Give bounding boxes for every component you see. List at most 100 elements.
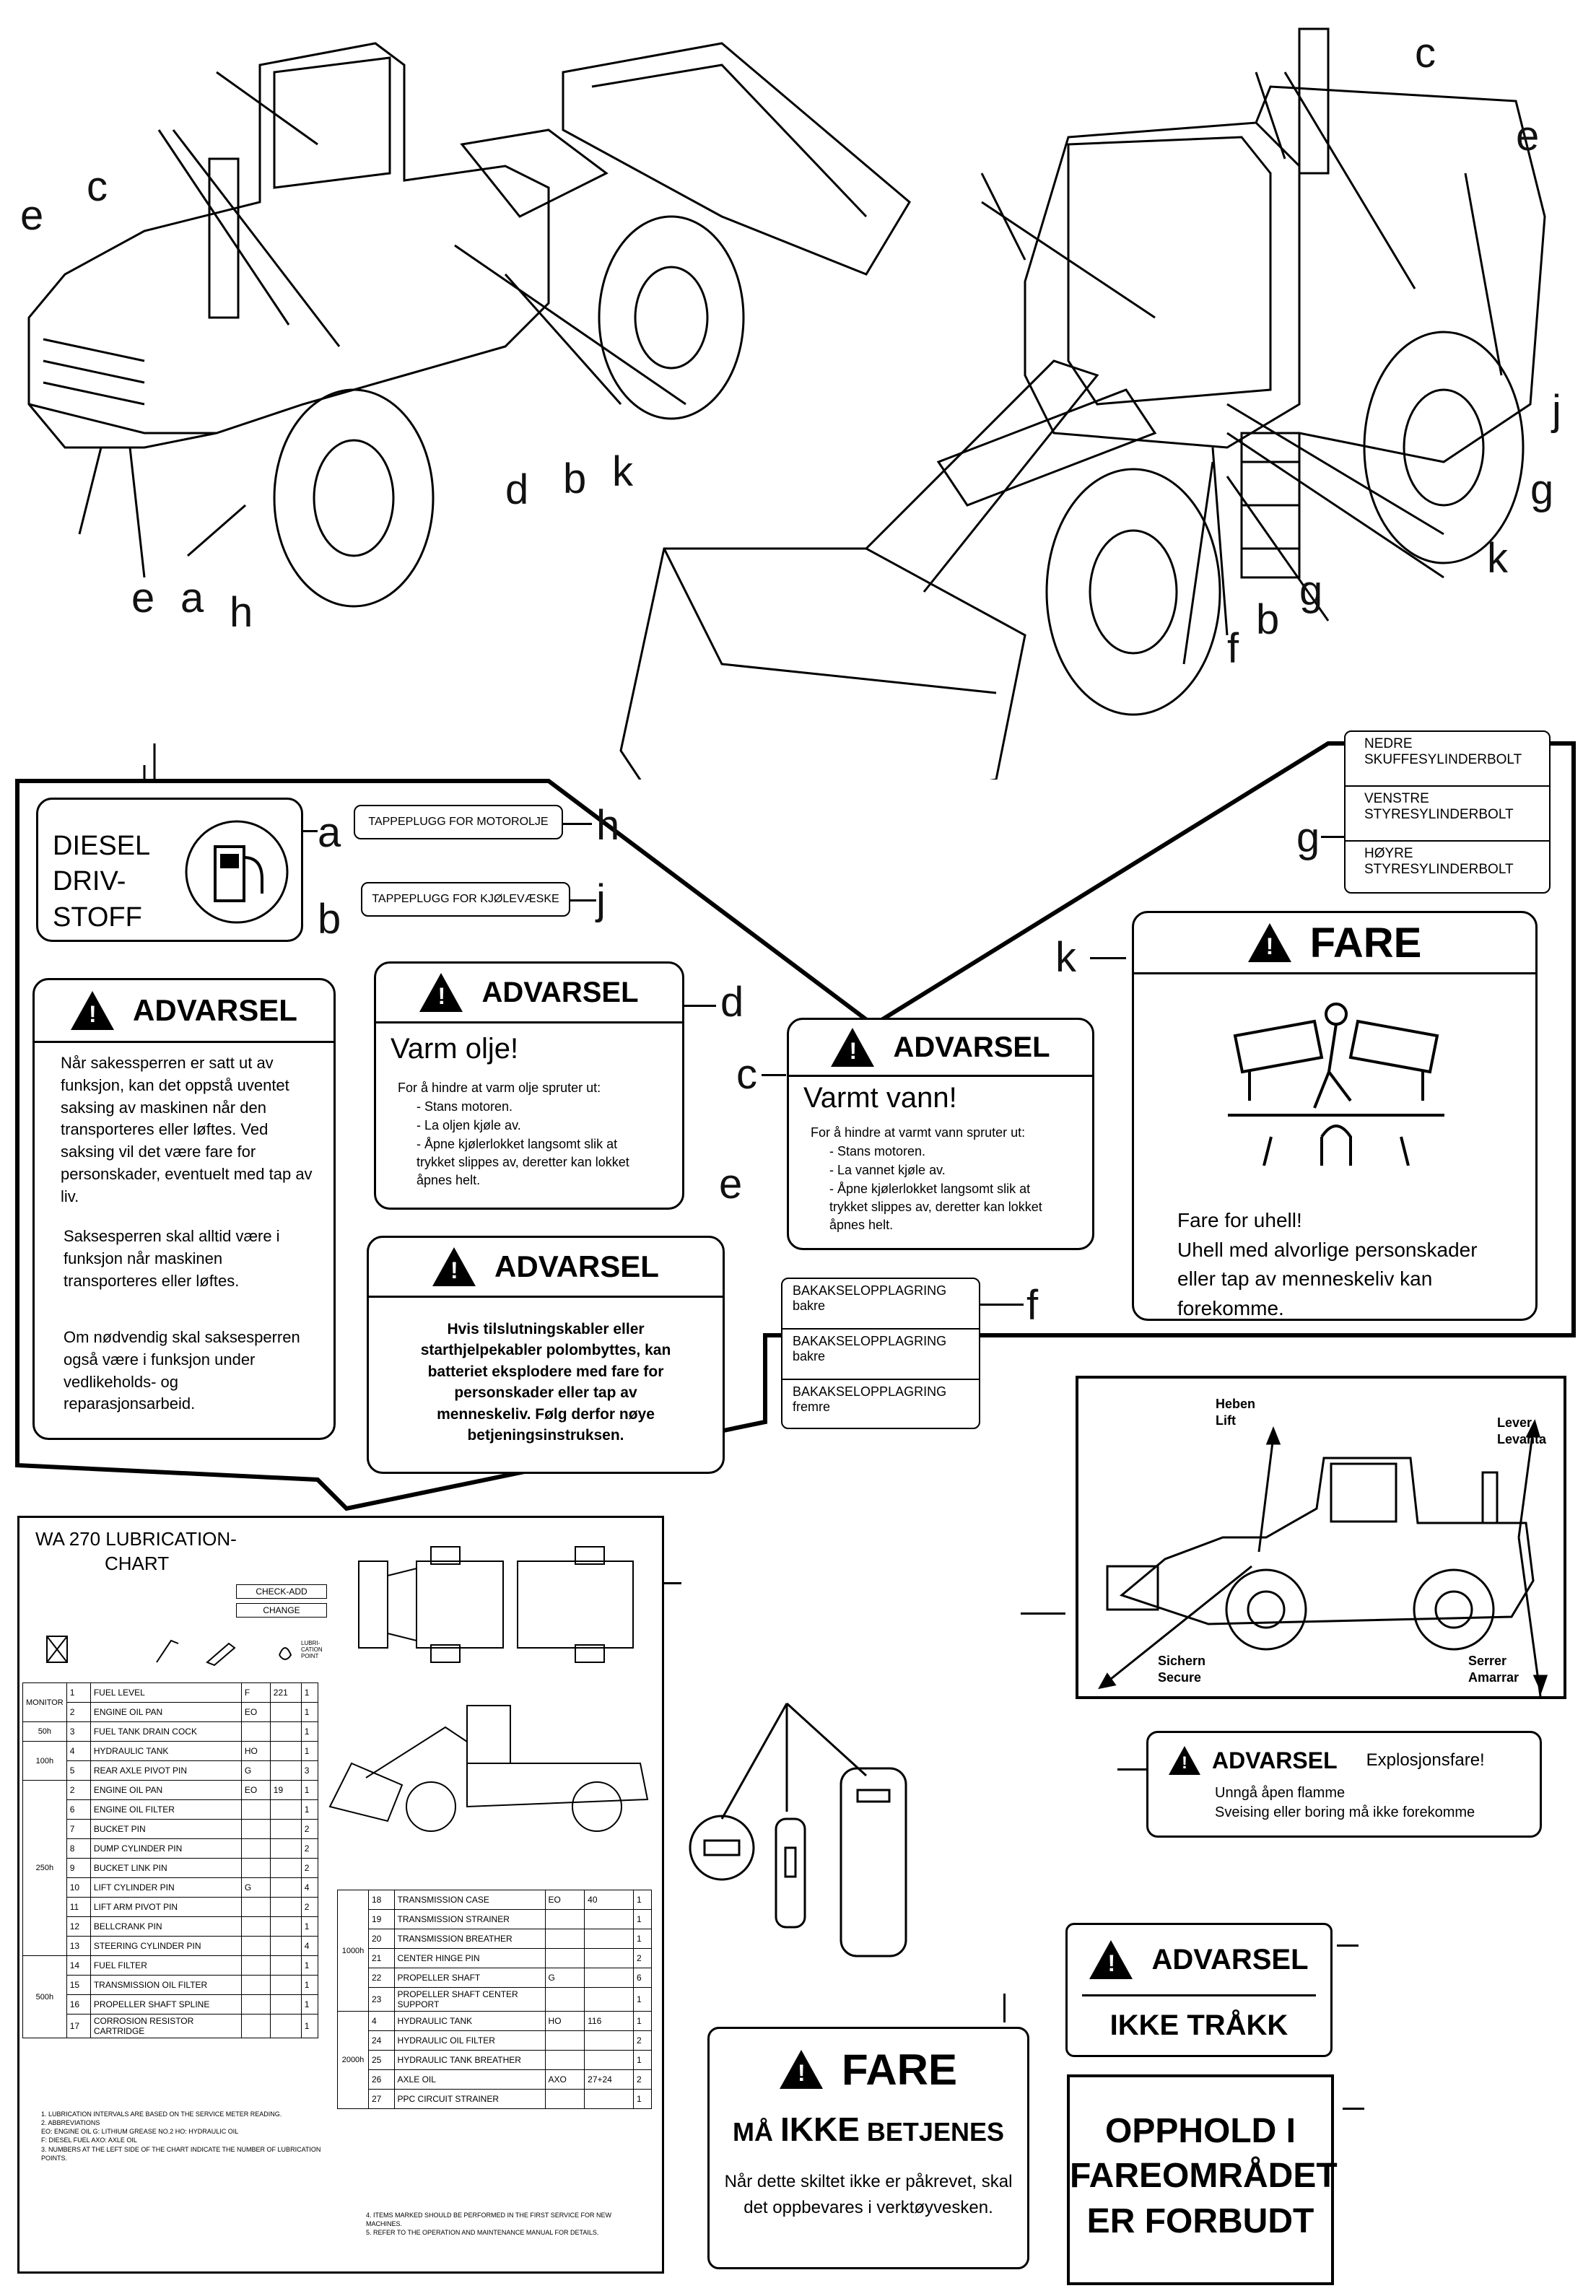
lub-cell: 1 [300, 1721, 319, 1742]
danger-zone-line1: OPPHOLD I [1104, 2112, 1296, 2150]
no-step-header: ADVARSEL [1151, 1943, 1309, 1976]
lub-cell [269, 1994, 302, 2015]
explosion-line1: Unngå åpen flamme [1215, 1785, 1346, 1801]
lub-cell: 1 [300, 1975, 319, 1995]
lub-cell: 6 [633, 1968, 652, 1988]
leader-explosion [1117, 1768, 1146, 1771]
lub-cell [584, 2030, 635, 2051]
label-c: c [736, 1051, 757, 1098]
lub-header-icons [46, 1636, 292, 1667]
lub-cell: 1 [66, 1682, 91, 1703]
g-row1-b: SKUFFESYLINDERBOLT [1364, 752, 1522, 767]
do-not-operate-text2: det oppbevares i verktøyvesken. [744, 2198, 993, 2217]
lub-cell: 27+24 [584, 2069, 635, 2090]
diesel-line1: DIESEL [53, 831, 151, 861]
lub-cell [544, 2089, 585, 2109]
lub-cell: 1 [633, 2050, 652, 2070]
lub-cell [269, 1799, 302, 1820]
leader-a [303, 830, 318, 832]
lub-cell: HYDRAULIC TANK BREATHER [393, 2050, 546, 2070]
lub-cell: 116 [584, 2011, 635, 2031]
callout-k: k [612, 448, 633, 495]
lub-cell: HYDRAULIC TANK [90, 1741, 242, 1761]
do-not-operate-decal: FARE MÅ IKKE BETJENES Når dette skiltet … [707, 2027, 1029, 2269]
lub-cell: 25 [368, 2050, 395, 2070]
decal-panel-border [15, 741, 1576, 1511]
lub-cell: FUEL TANK DRAIN COCK [90, 1721, 242, 1742]
lub-cell [240, 1858, 271, 1878]
lub-cell: 21 [368, 1948, 395, 1968]
lub-cell [269, 1955, 302, 1976]
f-row1-title: BAKAKSELOPPLAGRING [793, 1283, 947, 1298]
lub-cell: 17 [66, 2014, 91, 2038]
callout-h: h [230, 589, 253, 636]
lub-title1: WA 270 LUBRICATION- [35, 1528, 237, 1550]
lub-cell [544, 2050, 585, 2070]
lub-cell: FUEL LEVEL [90, 1682, 242, 1703]
lub-cell: STEERING CYLINDER PIN [90, 1936, 242, 1956]
explosion-header: ADVARSEL [1212, 1747, 1338, 1773]
lift-lift: Lift [1216, 1413, 1236, 1428]
danger-zone-decal: OPPHOLD I FAREOMRÅDET ER FORBUDT [1067, 2074, 1338, 2285]
decal-c-intro: For å hindre at varmt vann spruter ut: [811, 1125, 1026, 1140]
lub-change: CHANGE [236, 1603, 327, 1618]
lub-cell: BUCKET LINK PIN [90, 1858, 242, 1878]
lub-cell: TRANSMISSION CASE [393, 1890, 546, 1910]
lub-cell [240, 1721, 271, 1742]
lub-cell [584, 1968, 635, 1988]
lub-cell: 1 [633, 2011, 652, 2031]
lub-cell: 1 [300, 1799, 319, 1820]
lub-cell: 1 [633, 1987, 652, 2012]
decal-c-item3: - Åpne kjølerlokket langsomt slik at try… [829, 1182, 1042, 1233]
lub-cell: 2 [300, 1897, 319, 1917]
lub-cell [240, 1897, 271, 1917]
lub-cell: CORROSION RESISTOR CARTRIDGE [90, 2014, 242, 2038]
warning-decal-b: ADVARSEL Når sakessperren er satt ut av … [32, 978, 336, 1440]
leader-no-step [1337, 1944, 1359, 1947]
lub-cell: 4 [300, 1936, 319, 1956]
lub-cell: 16 [66, 1994, 91, 2015]
explosion-extra: Explosjonsfare! [1366, 1750, 1485, 1770]
diesel-decal: DIESEL DRIV- STOFF [36, 798, 303, 942]
label-d: d [720, 979, 744, 1026]
lub-cell [584, 2050, 635, 2070]
f-row3-title: BAKAKSELOPPLAGRING [793, 1384, 947, 1399]
g-row2-a: VENSTRE [1364, 791, 1429, 806]
callout-b-right: b [1256, 596, 1280, 643]
lub-cell: 15 [66, 1975, 91, 1995]
callout-e: e [20, 192, 44, 239]
lub-cell [269, 1838, 302, 1859]
lub-cell [269, 1877, 302, 1898]
decal-e-header: ADVARSEL [494, 1249, 659, 1283]
lub-cell: 1 [300, 1741, 319, 1761]
lub-lubrication-point: LUBRI-CATION POINT [301, 1640, 323, 1659]
label-g: g [1296, 814, 1320, 861]
lub-cell: 27 [368, 2089, 395, 2109]
lub-cell [240, 1838, 271, 1859]
decal-d-header: ADVARSEL [481, 976, 639, 1008]
lub-cell [544, 1909, 585, 1929]
decal-c-title: Varmt vann! [803, 1082, 957, 1114]
decal-k-line2: Uhell med alvorlige personskader [1177, 1238, 1478, 1261]
lub-cell: 8 [66, 1838, 91, 1859]
lub-cell: 2 [66, 1780, 91, 1800]
warning-triangle-icon [71, 991, 115, 1030]
lub-cell: F [240, 1682, 271, 1703]
lub-cell: HO [240, 1741, 271, 1761]
lub-cell [240, 1994, 271, 2015]
lub-cell [240, 2014, 271, 2038]
lub-cell [269, 1819, 302, 1839]
lub-cell [584, 1948, 635, 1968]
leader-c [762, 1074, 786, 1076]
lub-cell [544, 1929, 585, 1949]
lift-secure: Secure [1158, 1670, 1202, 1685]
decal-b-item1: Saksesperren skal alltid være i funksjon… [64, 1227, 280, 1290]
